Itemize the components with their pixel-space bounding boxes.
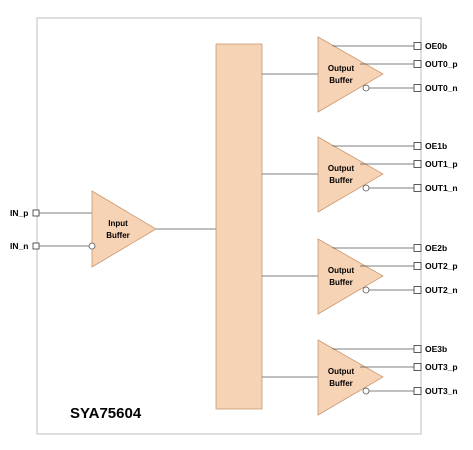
output-pin: [413, 363, 422, 371]
output-pin-label: OUT2_n: [425, 285, 458, 295]
output-pin: [413, 84, 422, 92]
output-pin-label: OUT3_p: [425, 362, 458, 372]
output-pin-label: OE1b: [425, 141, 447, 151]
inversion-bubble: [362, 387, 370, 395]
output-pin-label: OUT1_p: [425, 159, 458, 169]
input-buffer-label: Buffer: [106, 231, 130, 240]
output-pin: [413, 345, 422, 353]
output-pin: [413, 60, 422, 68]
chip-name: SYA75604: [70, 405, 142, 422]
input-pin-in-n: IN_n: [10, 241, 40, 251]
output-pin: [413, 387, 422, 395]
output-buffer-label: Buffer: [329, 76, 353, 85]
output-pin: [413, 42, 422, 50]
output-buffer-label: Output: [328, 266, 355, 275]
output-pin-label: OUT2_p: [425, 261, 458, 271]
output-pin: [413, 286, 422, 294]
output-pin: [413, 184, 422, 192]
input-buffer: Input Buffer: [88, 190, 157, 268]
output-pin-label: OUT0_p: [425, 59, 458, 69]
output-pin: [413, 160, 422, 168]
output-buffer-shape: [317, 339, 384, 416]
output-pin: [413, 142, 422, 150]
output-pin: [413, 262, 422, 270]
output-pin-label: OE3b: [425, 344, 447, 354]
output-buffer-shape: [317, 36, 384, 113]
inversion-bubble: [362, 286, 370, 294]
inversion-bubble: [362, 84, 370, 92]
output-buffer-label: Output: [328, 64, 355, 73]
output-pin-label: OUT1_n: [425, 183, 458, 193]
output-buffer-label: Buffer: [329, 379, 353, 388]
output-buffer-label: Buffer: [329, 176, 353, 185]
output-pin: [413, 244, 422, 252]
output-pin-label: OE2b: [425, 243, 447, 253]
output-buffers: OutputBufferOE0bOUT0_pOUT0_nOutputBuffer…: [262, 36, 458, 416]
chip-boundary: [36, 17, 422, 435]
output-buffer-label: Buffer: [329, 278, 353, 287]
input-pin-in-p: IN_p: [10, 208, 40, 218]
output-buffer-label: Output: [328, 164, 355, 173]
input-buffer-label: Input: [108, 219, 128, 228]
inversion-bubble: [362, 184, 370, 192]
distribution-bus: [215, 43, 263, 410]
output-pin-label: OUT3_n: [425, 386, 458, 396]
output-buffer-label: Output: [328, 367, 355, 376]
output-buffer-shape: [317, 136, 384, 213]
output-pin-label: OUT0_n: [425, 83, 458, 93]
input-pin-label: IN_n: [10, 241, 28, 251]
input-pin-label: IN_p: [10, 208, 28, 218]
output-pin-label: OE0b: [425, 41, 447, 51]
output-buffer-shape: [317, 238, 384, 315]
